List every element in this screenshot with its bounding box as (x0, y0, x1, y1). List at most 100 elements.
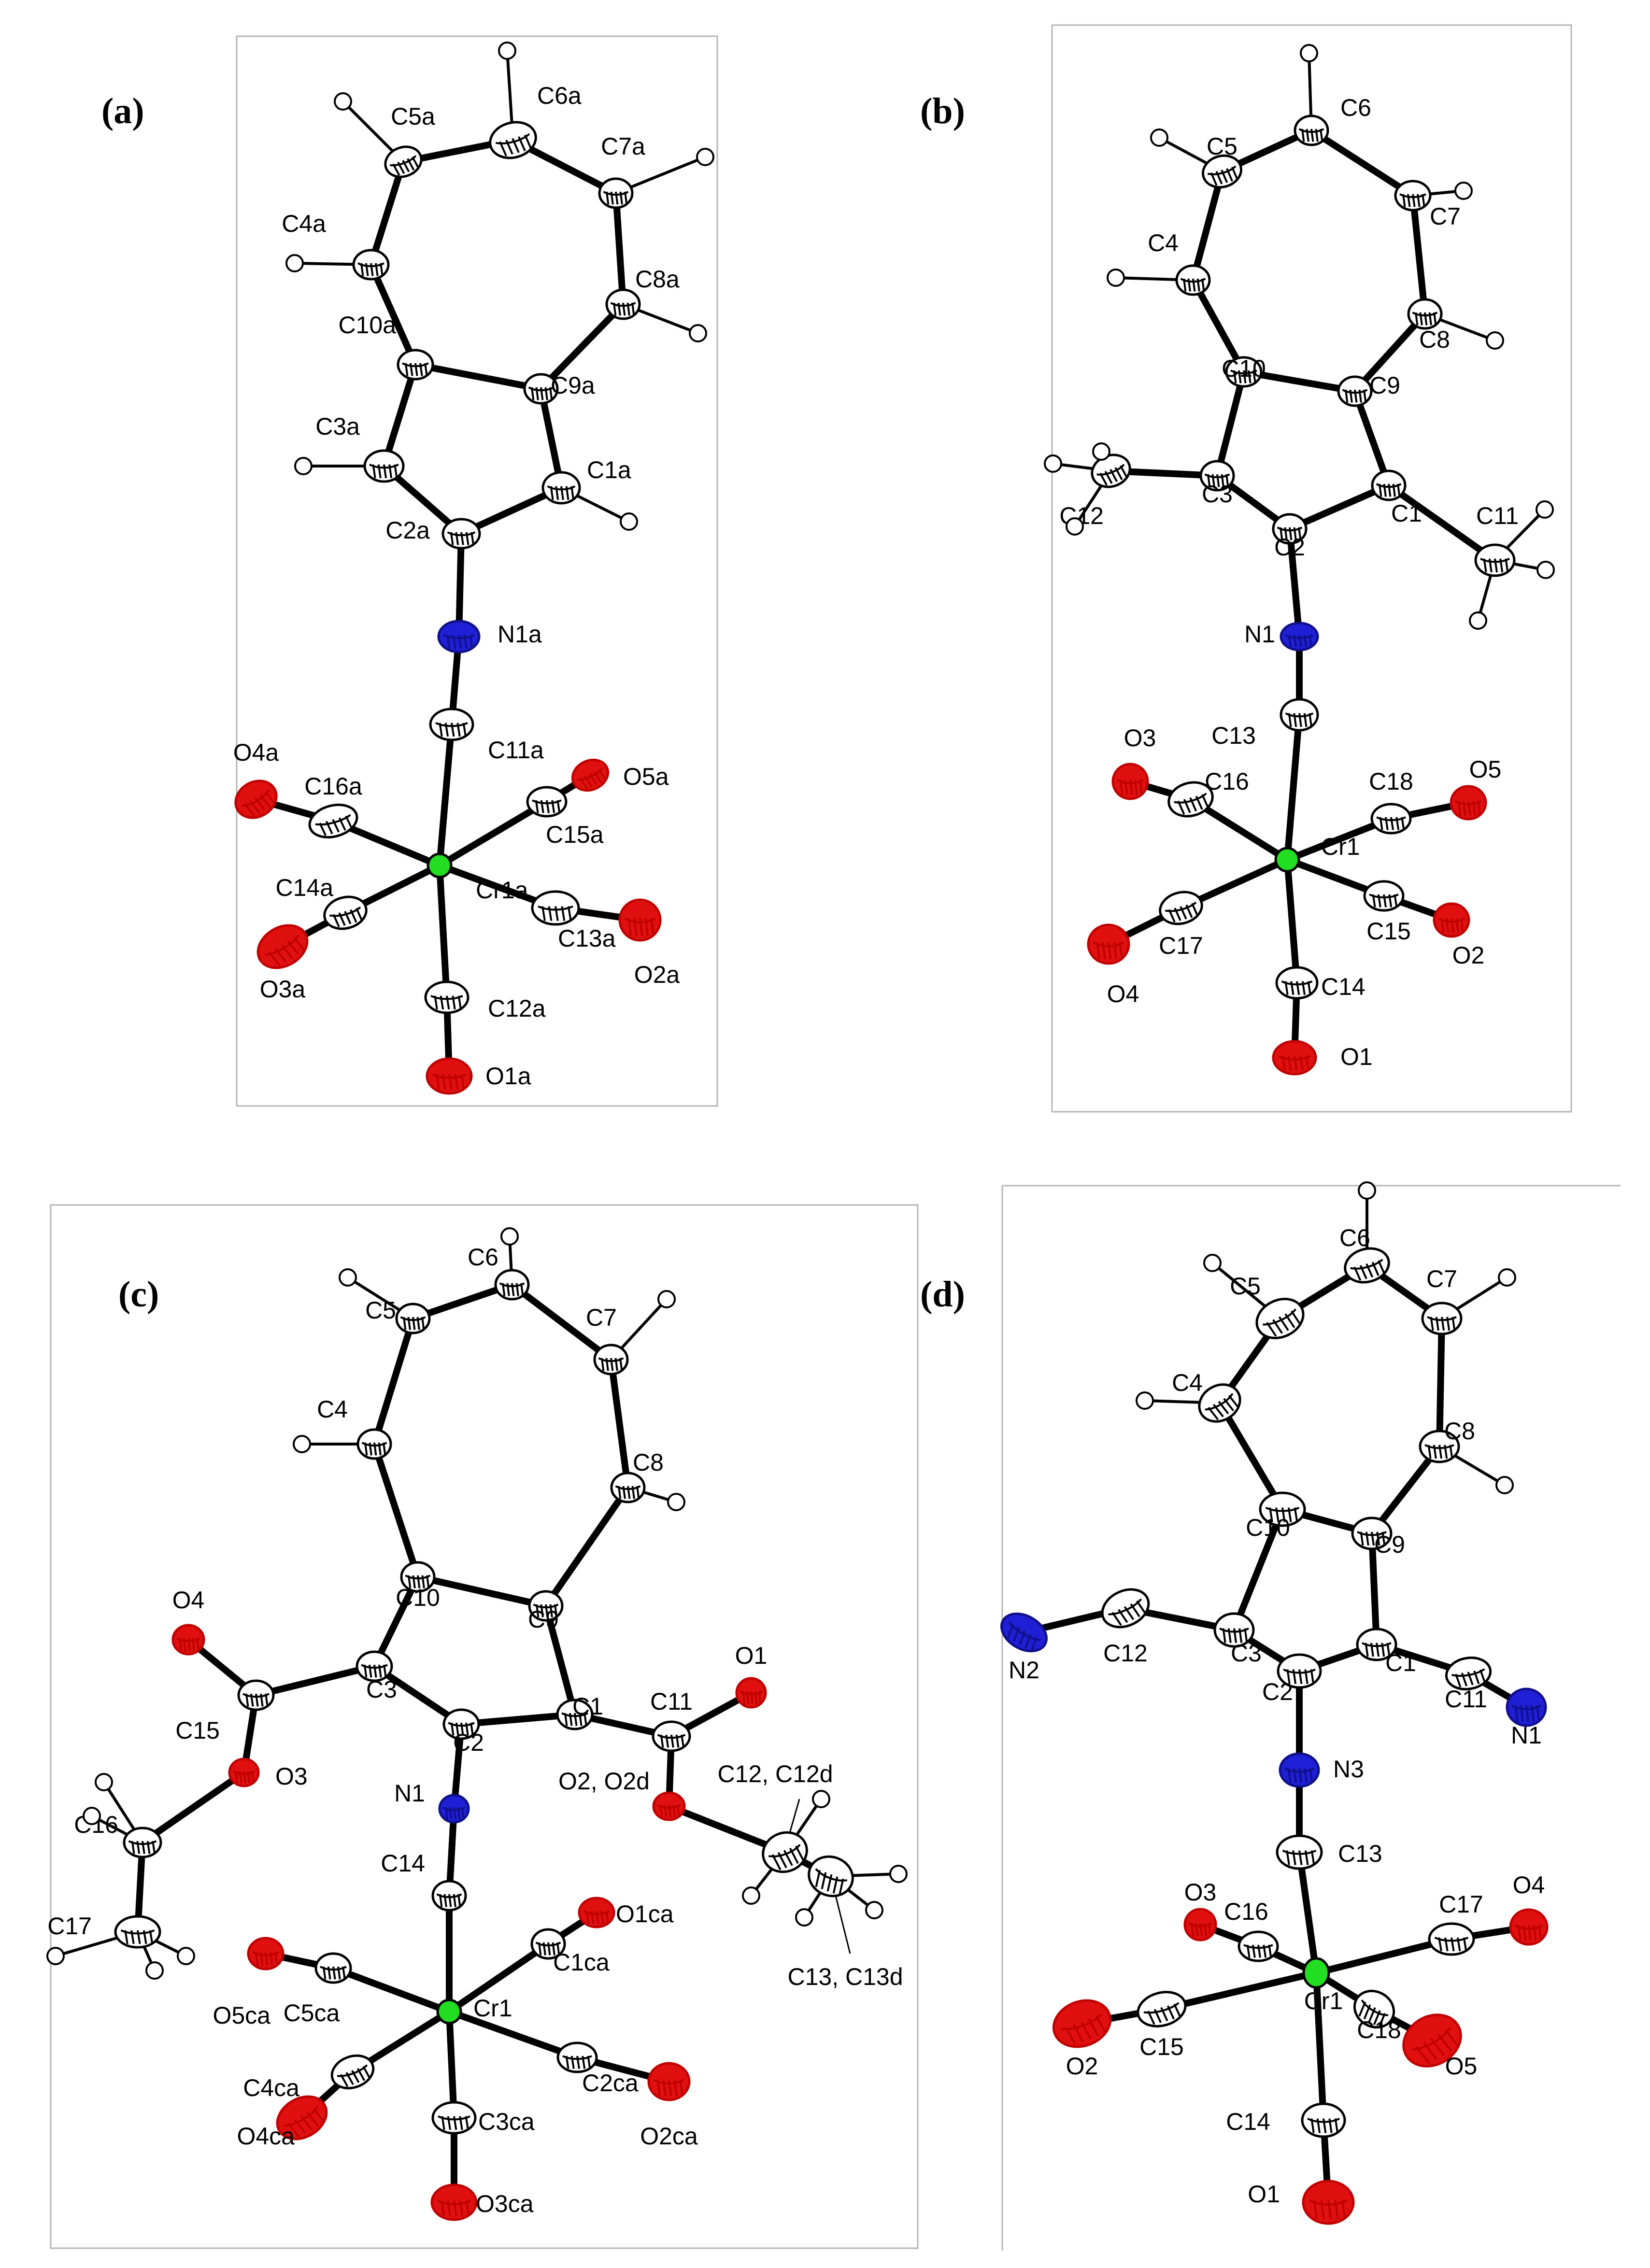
atom-ellipsoid-c17 (1428, 1922, 1475, 1956)
ellipsoid-hatch-c9 (1344, 389, 1349, 403)
ellipsoid-hatch-c9 (1349, 389, 1353, 403)
ellipsoid-hatch-c16a (345, 815, 353, 829)
ellipsoid-hatch-c11 (1483, 558, 1487, 573)
ellipsoid-hatch-c5 (407, 1317, 411, 1330)
ellipsoid-hatch-c1 (1386, 1643, 1391, 1657)
ellipsoid-hatch-c4 (1228, 1395, 1239, 1409)
ellipsoid-hatch-c9 (1354, 389, 1358, 403)
ellipsoid-hatch-c13 (1292, 1850, 1296, 1865)
ellipsoid-hatch-c14 (443, 1894, 447, 1907)
atom-ellipsoid-c17 (1159, 891, 1203, 925)
ellipsoid-hatch-c12 (1099, 472, 1108, 486)
ellipsoid-hatch-o2 (664, 1804, 668, 1817)
ellipsoid-hatch-c14 (1284, 981, 1289, 995)
ellipsoid-hatch-o4ca (306, 2112, 319, 2127)
ellipsoid-cr1 (1302, 1957, 1330, 1989)
ellipsoid-hatch-c15 (260, 1693, 264, 1707)
ellipsoid-hatch-c14a (350, 909, 357, 923)
ellipsoid-hatch-n1 (445, 1807, 449, 1820)
atom-ellipsoid-o5 (1450, 785, 1487, 821)
atom-label-c17: C17 (1439, 1891, 1483, 1918)
ellipsoid-hatch-c1a (555, 486, 559, 500)
atom-ellipsoid-c11 (652, 1720, 691, 1752)
ellipsoid-hatch-c11 (1473, 1670, 1480, 1685)
atom-ellipsoid-c2ca (556, 2041, 598, 2073)
ellipsoid-hatch-c7 (605, 1358, 609, 1371)
atom-label-o3a: O3a (260, 976, 306, 1003)
atom-label-o3: O3 (1124, 724, 1156, 751)
atom-ellipsoid-c6 (494, 1269, 530, 1301)
atom-label-n2: N2 (1009, 1657, 1039, 1684)
ellipsoid-hatch-c13a (555, 906, 559, 921)
ellipsoid-hatch-c1 (579, 1713, 583, 1726)
atom-label-c1a: C1a (587, 456, 631, 483)
ellipsoid-hatch-c6 (1371, 1262, 1380, 1276)
ellipsoid-hatch-c15a (551, 800, 555, 813)
atom-label-c4: C4 (1148, 229, 1179, 256)
ellipsoid-hatch-c17 (1463, 1937, 1467, 1952)
panel-label-a: (a) (101, 91, 144, 131)
ellipsoid-hatch-c11 (1455, 1673, 1462, 1687)
bond-c11a-cr1a (436, 721, 455, 869)
atom-label-c15: C15 (1366, 918, 1411, 945)
atom-label-c15a: C15a (546, 821, 604, 848)
ellipsoid-hatch-c18 (1378, 2013, 1386, 2028)
atom-ellipsoid-n3 (1279, 1752, 1320, 1788)
ellipsoid-hatch-c10a (414, 363, 418, 376)
ellipsoid-hatch-o4 (1096, 942, 1100, 960)
atom-label-c11: C11 (1476, 502, 1519, 529)
ellipsoid-hatch-c14 (1334, 2118, 1339, 2133)
atom-label-c13: C13 (1211, 722, 1256, 749)
atom-label-c7: C7 (1430, 203, 1461, 230)
ellipsoid-hatch-o2 (1065, 2027, 1077, 2045)
hydrogen-atom-h5 (339, 1268, 357, 1287)
bond-c8-c9 (1351, 311, 1428, 395)
ellipsoid-hatch-c9a (535, 387, 539, 400)
ellipsoid-hatch-c4a (365, 263, 369, 276)
hydrogen-atom-h4 (293, 1435, 311, 1453)
ellipsoid-hatch-c6 (1310, 128, 1314, 142)
ellipsoid-hatch-c14 (1316, 2118, 1321, 2133)
atom-label-c11: C11 (1445, 1686, 1487, 1713)
hydrogen-atom-h16b (95, 1773, 113, 1791)
atom-label-c9: C9 (1369, 372, 1400, 399)
ellipsoid-hatch-o2ca (656, 2079, 661, 2096)
ellipsoid-hatch-c18 (1368, 2007, 1376, 2023)
ellipsoid-cr1 (436, 1999, 462, 2025)
ellipsoid-hatch-o3a (268, 951, 281, 966)
ellipsoid-hatch-c9 (1363, 389, 1367, 403)
atom-label-c14: C14 (1321, 973, 1366, 1000)
ellipsoid-hatch-c1ca (547, 1942, 551, 1956)
atom-ellipsoid-o1 (1302, 2180, 1355, 2225)
ellipsoid-hatch-c11a (439, 723, 443, 737)
ellipsoid-hatch-c13 (1309, 713, 1313, 727)
ellipsoid-hatch-c12 (1104, 470, 1113, 484)
ellipsoid-hatch-c16 (146, 1841, 151, 1854)
bond-c4-c10 (1190, 277, 1247, 375)
ellipsoid-hatch-c13a (567, 906, 572, 921)
ellipsoid-hatch-c5ca (327, 1966, 331, 1980)
atom-ellipsoid-c16a (308, 803, 358, 839)
ellipsoid-hatch-c17 (1451, 1937, 1455, 1952)
ellipsoid-hatch-c6 (1359, 1265, 1367, 1279)
ellipsoid-hatch-o1 (1341, 2200, 1346, 2219)
atom-label-n3: N3 (1333, 1756, 1364, 1783)
ellipsoid-hatch-c2 (1310, 1669, 1315, 1684)
ellipsoid-hatch-c3 (1238, 1628, 1243, 1643)
atom-ellipsoid-cr1a (427, 852, 453, 879)
ellipsoid-hatch-c4 (1196, 278, 1200, 292)
panel-a: (a) C6aC5aC7aC4aC8aC10aC9aC3aC1aC2aN1aC1… (101, 35, 718, 1107)
hydrogen-atom-h6a (498, 42, 516, 60)
ellipsoid-hatch-c1a (565, 486, 569, 500)
atom-ellipsoid-c11 (1474, 543, 1516, 577)
ellipsoid-hatch-c3 (1244, 1628, 1248, 1643)
ellipsoid-hatch-c11 (1499, 558, 1504, 573)
panel-label-d: (d) (920, 1274, 965, 1315)
atom-label-c2: C2 (453, 1729, 484, 1756)
ellipsoid-hatch-c2 (1292, 1669, 1297, 1684)
bond-cr1-c2ca (446, 2008, 581, 2061)
atom-label-o4: O4 (1513, 1871, 1545, 1899)
ellipsoid-hatch-c6a (524, 134, 532, 150)
ellipsoid-hatch-o2a (650, 918, 654, 936)
atom-label-c8a: C8a (635, 266, 680, 293)
